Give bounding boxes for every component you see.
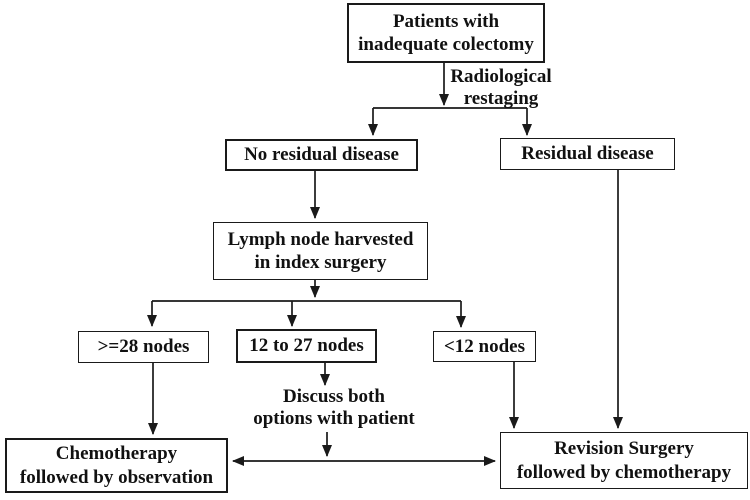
- node-label-line: Chemotherapy: [55, 443, 178, 465]
- node-12-to-27-nodes: 12 to 27 nodes: [236, 329, 377, 363]
- node-label-line: in index surgery: [254, 252, 387, 273]
- node-label-line: No residual disease: [244, 144, 399, 166]
- node-ge-28-nodes: >=28 nodes: [78, 331, 209, 363]
- edge-label-line: Radiological: [450, 66, 552, 87]
- node-label-line: >=28 nodes: [97, 336, 190, 358]
- node-patients-inadequate-colectomy: Patients with inadequate colectomy: [347, 3, 545, 63]
- node-label-line: inadequate colectomy: [358, 34, 534, 55]
- node-revision-surgery-chemotherapy: Revision Surgery followed by chemotherap…: [500, 432, 748, 489]
- node-label-line: Lymph node harvested: [227, 228, 414, 250]
- annotation-line: Discuss both: [283, 386, 385, 407]
- edge-label-line: restaging: [463, 88, 539, 110]
- node-label-line: <12 nodes: [443, 335, 526, 357]
- edge-label-radiological-restaging: Radiological restaging: [444, 66, 558, 111]
- node-lymph-node-harvested: Lymph node harvested in index surgery: [213, 222, 428, 280]
- node-label-line: Revision Surgery: [554, 438, 694, 460]
- node-chemotherapy-observation: Chemotherapy followed by observation: [5, 438, 228, 493]
- node-label-line: 12 to 27 nodes: [249, 335, 364, 357]
- node-label-line: followed by observation: [19, 466, 214, 488]
- annotation-line: options with patient: [253, 408, 415, 429]
- node-residual-disease: Residual disease: [500, 138, 675, 170]
- annotation-discuss-both-options: Discuss both options with patient: [234, 386, 434, 430]
- node-label-line: followed by chemotherapy: [516, 461, 732, 483]
- node-no-residual-disease: No residual disease: [225, 139, 418, 171]
- node-label-line: Residual disease: [521, 143, 654, 165]
- node-lt-12-nodes: <12 nodes: [433, 331, 536, 362]
- node-label-line: Patients with: [392, 10, 500, 32]
